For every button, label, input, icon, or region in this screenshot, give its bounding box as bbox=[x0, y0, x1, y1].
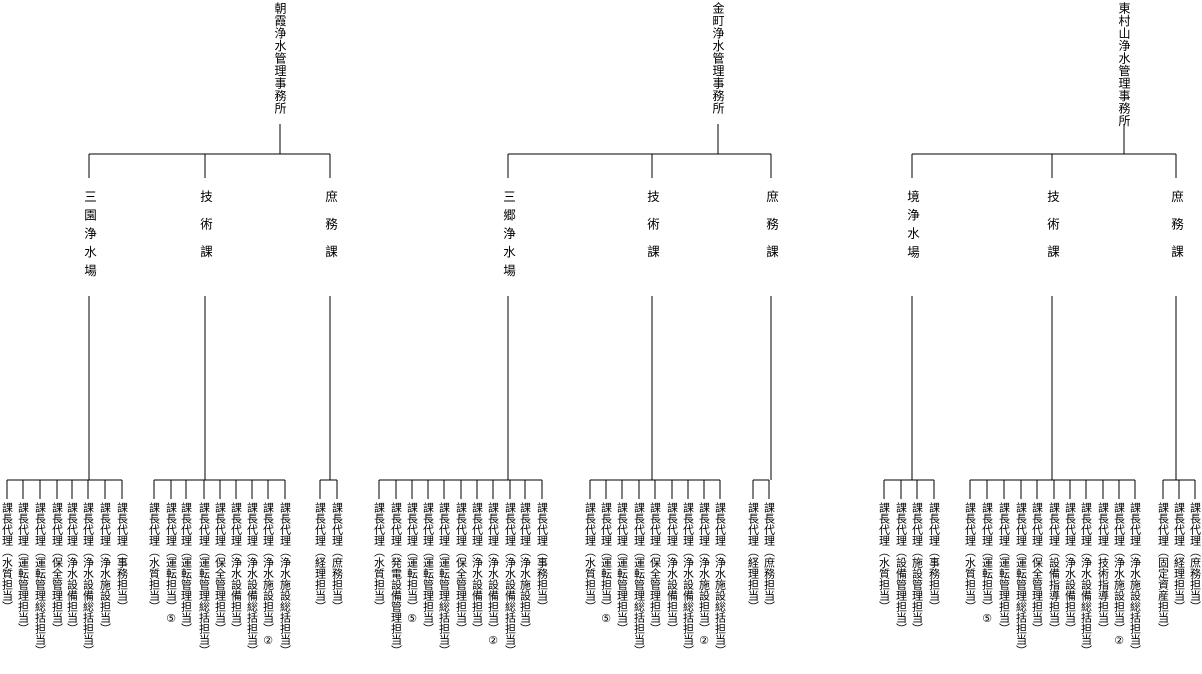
position-item: 課長代理（浄水設備総括担当） bbox=[245, 502, 259, 656]
position-item: 課長代理（経理担当） bbox=[746, 502, 760, 612]
position-item: 課長代理（庶務担当） bbox=[1188, 502, 1202, 612]
department-name: 技術課 bbox=[198, 190, 213, 273]
position-item: 課長代理（保全管理担当） bbox=[50, 502, 64, 634]
position-item: 課長代理（保全管理担当） bbox=[648, 502, 662, 634]
position-item: 課長代理（浄水設備総括担当） bbox=[681, 502, 695, 656]
office-name: 東村山浄水管理事務所 bbox=[1117, 2, 1131, 127]
position-item: 課長代理（運転管理担当） bbox=[179, 502, 193, 634]
position-item: 課長代理（運転管理担当） bbox=[997, 502, 1011, 634]
department-name: 境浄水場 bbox=[905, 190, 920, 264]
department-name: 庶務課 bbox=[1169, 190, 1184, 273]
position-item: 課長代理（固定資産担当） bbox=[1156, 502, 1170, 634]
position-item: 課長代理（浄水設備担当） bbox=[229, 502, 243, 634]
position-item: 課長代理（運転管理担当） bbox=[615, 502, 629, 634]
position-item: 課長代理（保全管理担当） bbox=[1030, 502, 1044, 634]
office-name: 金町浄水管理事務所 bbox=[711, 2, 725, 115]
position-item: 課長代理（運転担当）⑤ bbox=[164, 502, 178, 625]
position-item: 課長代理（運転管理総括担当） bbox=[197, 502, 211, 656]
position-item: 課長代理（保全管理担当） bbox=[454, 502, 468, 634]
position-item: 課長代理（運転管理総括担当） bbox=[1014, 502, 1028, 656]
department-name: 庶務課 bbox=[764, 190, 779, 273]
position-item: 課長代理（浄水施設担当） bbox=[518, 502, 532, 634]
position-item: 課長代理（水質担当） bbox=[372, 502, 386, 612]
position-item: 課長代理（事務担当） bbox=[535, 502, 549, 612]
position-item: 課長代理（浄水設備担当） bbox=[665, 502, 679, 634]
department-name: 技術課 bbox=[645, 190, 660, 273]
position-item: 課長代理（浄水施設担当）② bbox=[261, 502, 275, 647]
position-item: 課長代理（浄水設備総括担当） bbox=[81, 502, 95, 656]
position-item: 課長代理（浄水施設担当）② bbox=[697, 502, 711, 647]
position-item: 課長代理（浄水設備担当）② bbox=[486, 502, 500, 647]
position-item: 課長代理（運転管理総括担当） bbox=[437, 502, 451, 656]
position-item: 課長代理（保全管理担当） bbox=[213, 502, 227, 634]
position-item: 課長代理（浄水施設担当）② bbox=[1112, 502, 1126, 647]
position-item: 課長代理（浄水施設総括担当） bbox=[1128, 502, 1142, 656]
department-name: 技術課 bbox=[1045, 190, 1060, 273]
position-item: 課長代理（事務担当） bbox=[927, 502, 941, 612]
position-item: 課長代理（設備指導担当） bbox=[1047, 502, 1061, 634]
position-item: 課長代理（経理担当） bbox=[1172, 502, 1186, 612]
position-item: 課長代理（浄水設備担当） bbox=[65, 502, 79, 634]
position-item: 課長代理（浄水設備総括担当） bbox=[503, 502, 517, 656]
position-item: 課長代理（浄水施設担当） bbox=[98, 502, 112, 634]
position-item: 課長代理（水質担当） bbox=[877, 502, 891, 612]
position-item: 課長代理（運転担当）⑤ bbox=[405, 502, 419, 625]
position-item: 課長代理（事務担当） bbox=[115, 502, 129, 612]
position-item: 課長代理（運転担当）⑤ bbox=[599, 502, 613, 625]
position-item: 課長代理（浄水設備担当） bbox=[1063, 502, 1077, 634]
position-item: 課長代理（運転管理総括担当） bbox=[632, 502, 646, 656]
position-item: 課長代理（運転管理総括担当） bbox=[33, 502, 47, 656]
position-item: 課長代理（経理担当） bbox=[313, 502, 327, 612]
position-item: 課長代理（浄水施設総括担当） bbox=[278, 502, 292, 656]
position-item: 課長代理（運転管理担当） bbox=[16, 502, 30, 634]
position-item: 課長代理（水質担当） bbox=[147, 502, 161, 612]
position-item: 課長代理（庶務担当） bbox=[330, 502, 344, 612]
position-item: 課長代理（施設管理担当） bbox=[910, 502, 924, 634]
position-item: 課長代理（庶務担当） bbox=[762, 502, 776, 612]
position-item: 課長代理（水質担当） bbox=[583, 502, 597, 612]
position-item: 課長代理（発電設備管理担当） bbox=[389, 502, 403, 656]
position-item: 課長代理（設備管理担当） bbox=[894, 502, 908, 634]
department-name: 庶務課 bbox=[323, 190, 338, 273]
position-item: 課長代理（水質担当） bbox=[963, 502, 977, 612]
department-name: 三郷浄水場 bbox=[501, 190, 516, 283]
department-name: 三園浄水場 bbox=[82, 190, 97, 283]
position-item: 課長代理（浄水設備総括担当） bbox=[1079, 502, 1093, 656]
position-item: 課長代理（浄水施設総括担当） bbox=[713, 502, 727, 656]
position-item: 課長代理（浄水設備担当） bbox=[470, 502, 484, 634]
position-item: 課長代理（技術指導担当） bbox=[1096, 502, 1110, 634]
position-item: 課長代理（水質担当） bbox=[0, 502, 14, 612]
position-item: 課長代理（運転担当）⑤ bbox=[980, 502, 994, 625]
position-item: 課長代理（運転管理担当） bbox=[421, 502, 435, 634]
office-name: 朝霞浄水管理事務所 bbox=[273, 2, 287, 115]
